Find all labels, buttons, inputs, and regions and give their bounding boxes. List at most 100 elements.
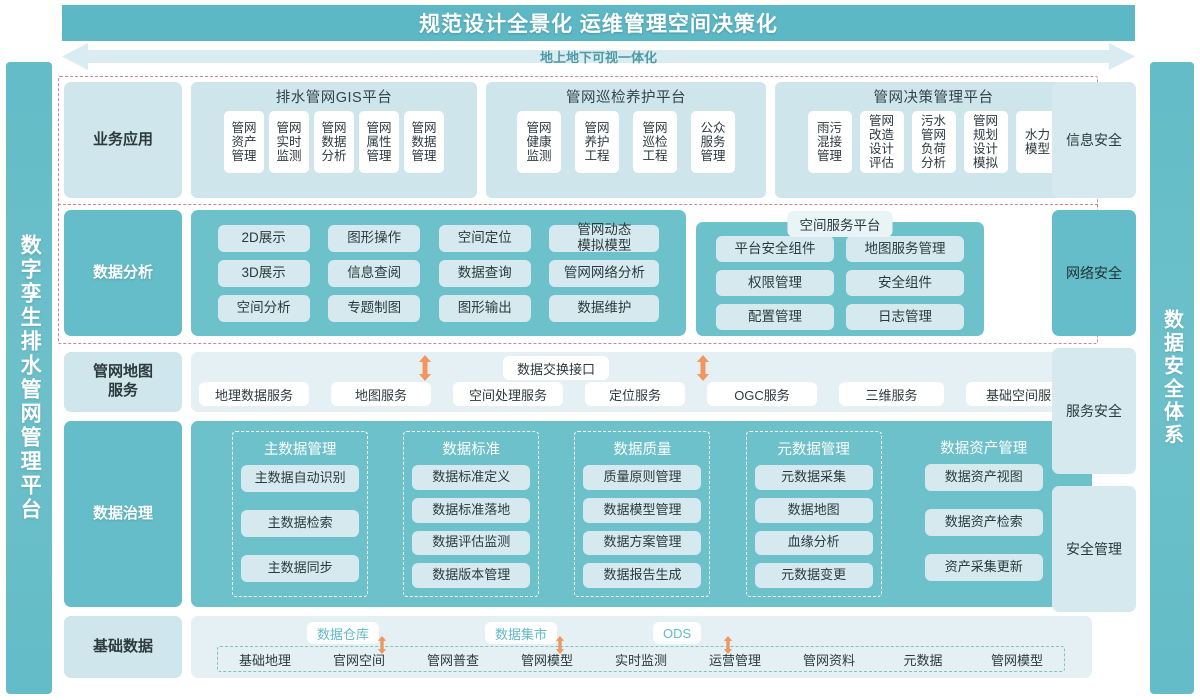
up-down-arrow-icon (697, 355, 709, 381)
base-data-item[interactable]: 基础地理 (238, 652, 291, 668)
governance-chip[interactable]: 数据模型管理 (583, 497, 702, 523)
governance-chip[interactable]: 数据方案管理 (583, 530, 702, 556)
spatial-chip[interactable]: 日志管理 (846, 304, 964, 330)
map-service-chip[interactable]: 地图服务 (331, 382, 431, 406)
row-label-map-service: 管网地图 服务 (64, 352, 182, 412)
security-box-management[interactable]: 安全管理 (1052, 486, 1136, 612)
analysis-chip[interactable]: 3D展示 (217, 259, 310, 287)
governance-chip[interactable]: 元数据变更 (754, 563, 873, 588)
governance-chip[interactable]: 元数据采集 (754, 465, 873, 490)
integration-arrow-label: 地上地下可视一体化 (539, 50, 657, 65)
map-service-chip[interactable]: 三维服务 (839, 382, 944, 406)
spatial-chip[interactable]: 平台安全组件 (716, 236, 834, 262)
spatial-chip[interactable]: 安全组件 (846, 270, 964, 296)
governance-chip[interactable]: 数据资产检索 (924, 509, 1043, 536)
analysis-chip[interactable]: 信息查阅 (328, 259, 421, 287)
analysis-chip[interactable]: 专题制图 (328, 294, 421, 322)
governance-chip[interactable]: 主数据检索 (241, 510, 360, 537)
app-chip[interactable]: 管网 数据 管理 (404, 111, 444, 173)
governance-chip[interactable]: 数据版本管理 (412, 563, 531, 588)
app-chip[interactable]: 雨污 混接 管理 (807, 111, 852, 173)
group-title: 管网巡检养护平台 (566, 90, 686, 106)
base-data-item[interactable]: 管网普查 (426, 652, 479, 668)
spatial-chip[interactable]: 地图服务管理 (846, 236, 964, 262)
base-data-item-list: 基础地理 官网空间 管网普查 管网模型 实时监测 运营管理 管网资料 元数据 管… (217, 646, 1065, 672)
analysis-column: 管网动态 模拟模型 管网网络分析 数据维护 (549, 222, 660, 322)
governance-chip[interactable]: 血缘分析 (754, 530, 873, 556)
up-down-arrow-icon (555, 636, 565, 654)
spatial-chip[interactable]: 权限管理 (716, 270, 834, 296)
governance-group-data-standard: 数据标准 数据标准定义 数据标准落地 数据评估监测 数据版本管理 (403, 431, 540, 597)
analysis-chip[interactable]: 管网动态 模拟模型 (549, 222, 660, 253)
app-chip[interactable]: 管网 规划 设计 模拟 (963, 111, 1008, 173)
governance-chip[interactable]: 数据标准落地 (412, 497, 531, 523)
spatial-chip[interactable]: 配置管理 (716, 304, 834, 330)
analysis-column: 空间定位 数据查询 图形输出 (438, 224, 531, 322)
base-data-item[interactable]: 管网资料 (802, 652, 855, 668)
app-chip[interactable]: 管网 实时 监测 (269, 111, 309, 173)
group-inspection-platform: 管网巡检养护平台 管网 健康 监测 管网 养护 工程 管网 巡检 工程 公众 服… (486, 82, 766, 198)
panel-spatial-service-platform: 空间服务平台 平台安全组件 权限管理 配置管理 地图服务管理 安全组件 日志管理 (696, 211, 984, 336)
analysis-chip[interactable]: 空间定位 (438, 224, 531, 252)
up-down-arrow-icon (419, 355, 431, 381)
base-data-item[interactable]: 管网模型 (520, 652, 573, 668)
panel-governance: 主数据管理 主数据自动识别 主数据检索 主数据同步 数据标准 数据标准定义 数据… (191, 421, 1092, 607)
security-box-information[interactable]: 信息安全 (1052, 82, 1136, 198)
row-map-service: 管网地图 服务 数据交换接口 地理数据服务 地图服务 空间处理服务 定位服务 O… (64, 352, 1092, 412)
base-data-item[interactable]: 管网模型 (990, 652, 1043, 668)
analysis-chip[interactable]: 管网网络分析 (549, 259, 660, 287)
analysis-chip[interactable]: 2D展示 (217, 224, 310, 252)
row-data-governance: 数据治理 主数据管理 主数据自动识别 主数据检索 主数据同步 数据标准 数据标准… (64, 421, 1092, 607)
governance-chip[interactable]: 主数据自动识别 (241, 465, 360, 492)
governance-chip[interactable]: 主数据同步 (241, 555, 360, 582)
app-chip[interactable]: 污水 管网 负荷 分析 (911, 111, 956, 173)
panel-base-data: 数据仓库 数据集市 ODS 基础地理 官网空间 管网普查 管网模型 实时监测 运… (191, 616, 1092, 678)
map-service-chip[interactable]: 定位服务 (585, 382, 685, 406)
app-chip[interactable]: 管网 健康 监测 (517, 111, 561, 173)
governance-chip[interactable]: 数据标准定义 (412, 465, 531, 490)
app-chip[interactable]: 管网 资产 管理 (224, 111, 264, 173)
analysis-chip[interactable]: 数据维护 (549, 294, 660, 322)
app-chip[interactable]: 管网 数据 分析 (314, 111, 354, 173)
app-chip[interactable]: 管网 改造 设计 评估 (859, 111, 904, 173)
governance-chip[interactable]: 数据资产视图 (924, 464, 1043, 491)
security-system-bar: 数据安全体系 (1150, 62, 1194, 694)
ods-label: ODS (653, 622, 702, 644)
group-title: 数据资产管理 (940, 441, 1028, 457)
spatial-column: 地图服务管理 安全组件 日志管理 (846, 236, 964, 330)
red-dashed-divider (58, 204, 1098, 205)
governance-chip[interactable]: 资产采集更新 (924, 554, 1043, 581)
app-chip[interactable]: 管网 养护 工程 (575, 111, 619, 173)
analysis-column: 图形操作 信息查阅 专题制图 (328, 224, 421, 322)
panel-analysis-functions: 2D展示 3D展示 空间分析 图形操作 信息查阅 专题制图 空间定位 数据查询 … (191, 210, 686, 336)
header-banner: 规范设计全景化 运维管理空间决策化 (62, 5, 1135, 41)
app-chip[interactable]: 管网 属性 管理 (359, 111, 399, 173)
architecture-board: 业务应用 排水管网GIS平台 管网 资产 管理 管网 实时 监测 管网 数据 分… (58, 76, 1139, 694)
governance-chip[interactable]: 数据评估监测 (412, 530, 531, 556)
governance-group-master-data: 主数据管理 主数据自动识别 主数据检索 主数据同步 (232, 431, 369, 597)
governance-chip[interactable]: 数据地图 (754, 497, 873, 523)
data-exchange-interface-label: 数据交换接口 (503, 356, 610, 380)
map-service-chip[interactable]: 空间处理服务 (453, 382, 563, 406)
up-down-arrow-icon (377, 636, 387, 654)
app-chip[interactable]: 公众 服务 管理 (691, 111, 735, 173)
analysis-chip[interactable]: 数据查询 (438, 259, 531, 287)
base-data-item[interactable]: 元数据 (903, 652, 943, 668)
double-arrow-icon (62, 43, 1135, 70)
row-business-application: 业务应用 排水管网GIS平台 管网 资产 管理 管网 实时 监测 管网 数据 分… (64, 82, 1092, 198)
governance-chip[interactable]: 数据报告生成 (583, 563, 702, 588)
analysis-chip[interactable]: 图形输出 (438, 294, 531, 322)
app-chip[interactable]: 管网 巡检 工程 (633, 111, 677, 173)
row-label-analysis: 数据分析 (64, 210, 182, 336)
governance-chip[interactable]: 质量原则管理 (583, 465, 702, 490)
analysis-chip[interactable]: 图形操作 (328, 224, 421, 252)
analysis-chip[interactable]: 空间分析 (217, 294, 310, 322)
group-title: 排水管网GIS平台 (275, 90, 393, 106)
map-service-chip[interactable]: OGC服务 (707, 382, 817, 406)
security-box-service[interactable]: 服务安全 (1052, 348, 1136, 474)
base-data-item[interactable]: 运营管理 (708, 652, 761, 668)
base-data-item[interactable]: 官网空间 (332, 652, 385, 668)
map-service-chip[interactable]: 地理数据服务 (199, 382, 309, 406)
security-box-network[interactable]: 网络安全 (1052, 210, 1136, 336)
base-data-item[interactable]: 实时监测 (614, 652, 667, 668)
